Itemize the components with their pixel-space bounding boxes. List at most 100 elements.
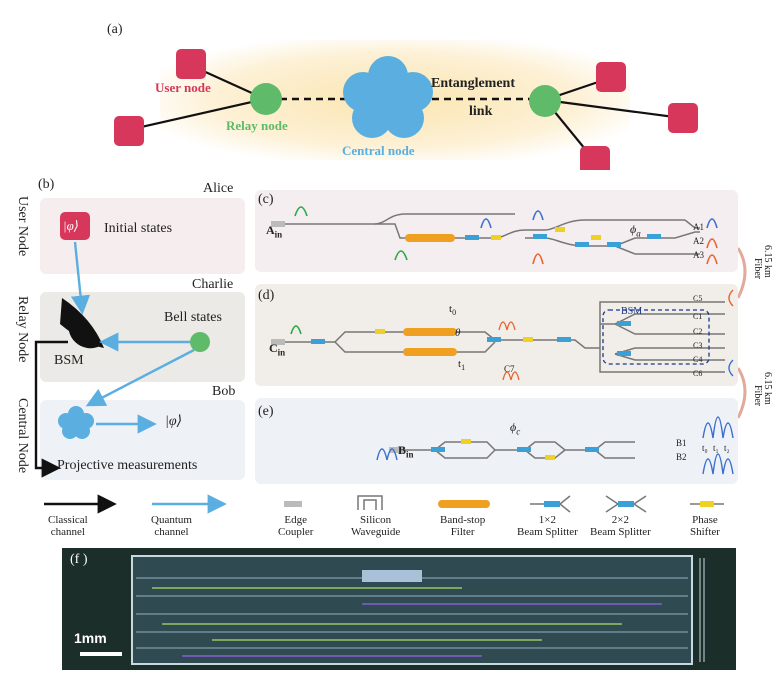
fiber-arcs xyxy=(738,247,747,419)
initial-states-label: Initial states xyxy=(104,221,173,236)
edge-coupler-icon xyxy=(389,447,403,453)
t0-label: t0 xyxy=(449,303,457,318)
time-bin-t1: t₁ xyxy=(713,443,719,453)
beam-splitter-icons xyxy=(311,321,631,356)
output-c1: C1 xyxy=(693,312,703,321)
output-c3: C3 xyxy=(693,341,703,350)
blue-pulse-icon xyxy=(728,359,734,377)
time-bin-t0: t₀ xyxy=(702,443,708,453)
initial-state-symbol: |φ⟩ xyxy=(63,218,79,233)
panel-e-label: (e) xyxy=(258,404,274,419)
edge-coupler-icon xyxy=(271,221,285,227)
band-stop-filter-icon xyxy=(438,500,490,508)
panel-d-label: (d) xyxy=(258,288,275,303)
silicon-waveguide-icon xyxy=(357,495,383,510)
user-node-icon xyxy=(114,116,144,146)
bsm-d-label: BSM xyxy=(621,306,643,317)
blue-pulse-icon xyxy=(702,453,734,475)
green-pulse-icon xyxy=(290,325,302,335)
pulse-pair-icon xyxy=(498,321,516,331)
orange-pulse-icon xyxy=(728,289,734,307)
fiber-word-1: Fiber xyxy=(752,258,763,280)
legend-edge-coupler: Edge Coupler xyxy=(278,514,314,538)
output-a1: A1 xyxy=(693,222,704,232)
link-relay-user4 xyxy=(544,98,683,120)
initial-state-icon xyxy=(60,212,90,240)
legend-beam-splitter-2x2: 2×2 Beam Splitter xyxy=(590,514,651,538)
legend-classical-channel: Classical channel xyxy=(48,514,88,538)
blue-pulse-icon xyxy=(376,448,398,461)
central-node-icon xyxy=(343,56,433,138)
phase-shifter-icons xyxy=(491,227,601,240)
panel-e-input: Bin xyxy=(398,443,414,460)
output-a2: A2 xyxy=(693,236,704,246)
chip-layout xyxy=(80,555,705,665)
panel-c-phase: ϕa xyxy=(630,222,641,239)
output-a3: A3 xyxy=(693,250,704,260)
relay-node-icon xyxy=(529,85,561,117)
edge-coupler-icon xyxy=(271,339,285,345)
band-stop-filter-icon xyxy=(405,234,455,242)
panel-c-band xyxy=(255,190,738,272)
entanglement-link-label-1: Entanglement xyxy=(431,76,515,91)
legend-silicon-waveguide: Silicon Waveguide xyxy=(351,514,401,538)
chip-pad xyxy=(362,570,422,582)
alice-label: Alice xyxy=(203,181,234,196)
user-node-icon xyxy=(176,49,206,79)
bell-state-icon xyxy=(190,332,210,352)
green-pulse-icon xyxy=(294,206,308,217)
orange-pulse-icon xyxy=(706,238,718,249)
t1-label: t1 xyxy=(458,358,466,373)
panel-b-label: (b) xyxy=(38,177,55,192)
legend-phase-shifter: Phase Shifter xyxy=(690,514,720,538)
panel-c-label: (c) xyxy=(258,192,274,207)
panel-e-circuit xyxy=(376,416,734,475)
panel-c-circuit xyxy=(271,206,718,265)
panel-d-input: Cin xyxy=(269,341,286,358)
bell-states-label: Bell states xyxy=(164,310,222,325)
scalebar-label: 1mm xyxy=(74,630,107,646)
fiber-length-1: 6.15 km xyxy=(762,245,773,278)
central-cloud-icon xyxy=(58,406,94,439)
legend-beam-splitter-1x2: 1×2 Beam Splitter xyxy=(517,514,578,538)
panel-e-band xyxy=(255,398,738,484)
central-node-label: Central node xyxy=(342,143,415,158)
panel-a-label: (a) xyxy=(107,22,123,37)
bsm-label: BSM xyxy=(54,353,84,368)
fiber-arc-1 xyxy=(738,247,747,299)
c7-label: C7 xyxy=(504,364,515,374)
panel-d-band xyxy=(255,284,738,386)
panel-b-flow xyxy=(34,212,210,478)
pulse-pair-icon xyxy=(502,371,520,381)
link-user2-relay xyxy=(127,97,266,132)
legend-quantum-channel: Quantum channel xyxy=(151,514,192,538)
theta-label: θ xyxy=(455,327,461,339)
panel-d-circuit xyxy=(271,289,734,381)
relay-node-icon xyxy=(250,83,282,115)
band-stop-filter-icon xyxy=(403,328,457,336)
fiber-arc-2 xyxy=(738,367,747,419)
legend-icons xyxy=(44,494,724,514)
output-c6: C6 xyxy=(693,369,703,378)
legend-band-stop-filter: Band-stop Filter xyxy=(440,514,486,538)
fiber-length-2: 6.15 km xyxy=(762,372,773,405)
panel-a-network xyxy=(114,49,698,170)
beam-splitter-icons xyxy=(465,234,661,247)
output-c4: C4 xyxy=(693,355,703,364)
user-node-icon xyxy=(596,62,626,92)
scalebar xyxy=(80,652,122,656)
blue-pulse-icon xyxy=(480,218,492,229)
edge-coupler-icon xyxy=(284,501,302,507)
blue-pulse-icon xyxy=(706,218,718,229)
blue-pulse-icon xyxy=(702,416,734,439)
user-node-label: User node xyxy=(155,80,211,95)
projective-measurements-label: Projective measurements xyxy=(57,458,198,473)
orange-pulse-icon xyxy=(532,253,544,265)
user-node-icon xyxy=(668,103,698,133)
time-bin-t2: t₂ xyxy=(724,443,730,453)
output-c2: C2 xyxy=(693,327,703,336)
user-node-icon xyxy=(580,146,610,170)
relay-node-label: Relay node xyxy=(226,118,288,133)
panel-f-label: (f ) xyxy=(70,552,88,567)
green-pulse-icon xyxy=(394,250,408,261)
